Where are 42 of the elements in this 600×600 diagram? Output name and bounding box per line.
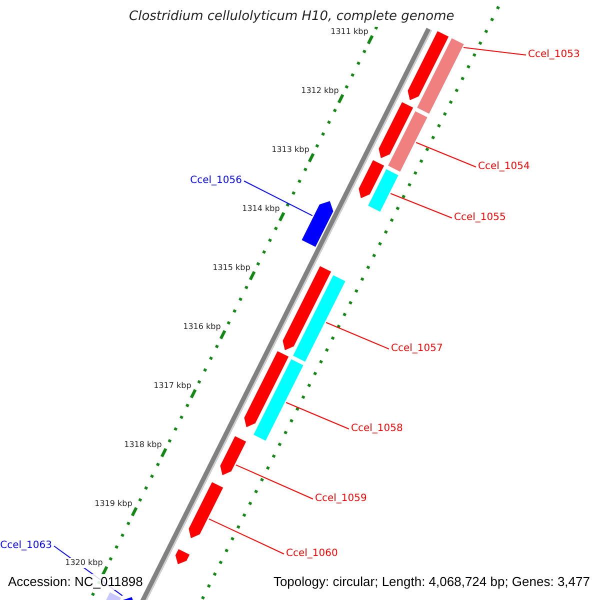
gene-track-bar (292, 274, 346, 362)
leader-line (286, 402, 350, 430)
gene-feature (378, 101, 414, 160)
gene-label: Ccel_1063 (0, 539, 52, 553)
gene-feature (244, 350, 290, 428)
scale-label: 1312 kbp (301, 86, 339, 96)
gene-label: Ccel_1055 (454, 211, 506, 225)
gene-track-bar (252, 358, 304, 442)
gene-feature (282, 265, 332, 352)
gene-label: Ccel_1059 (315, 492, 367, 506)
scale-label: 1320 kbp (65, 558, 103, 568)
scale-label: 1314 kbp (242, 204, 280, 214)
gene-label: Ccel_1056 (190, 174, 242, 188)
leader-line (390, 193, 452, 218)
scale-label: 1315 kbp (212, 262, 250, 273)
gene-label: Ccel_1053 (528, 48, 580, 62)
accession-text: Accession: NC_011898 (6, 574, 145, 590)
gene-feature (358, 159, 385, 200)
scale-label: 1317 kbp (154, 380, 192, 391)
leader-line (463, 47, 526, 56)
gene-feature (174, 548, 190, 565)
gene-track-bar (387, 110, 428, 172)
gene-track-bar (416, 37, 465, 114)
gene-track-bar (367, 168, 400, 212)
leader-line (208, 518, 284, 554)
scale-label: 1318 kbp (124, 440, 162, 450)
scale-label: 1311 kbp (330, 26, 368, 37)
leader-line (416, 142, 476, 168)
gene-feature (220, 435, 247, 476)
scale-label: 1319 kbp (94, 498, 132, 509)
leader-line (235, 464, 314, 500)
gene-label: Ccel_1058 (351, 422, 403, 436)
gene-feature (407, 30, 450, 102)
gene-feature (188, 481, 224, 540)
gene-label: Ccel_1060 (286, 547, 338, 561)
gene-feature (300, 200, 334, 248)
leader-line (244, 180, 313, 216)
scale-label: 1316 kbp (183, 322, 221, 332)
gene-label: Ccel_1054 (478, 160, 530, 174)
gene-label: Ccel_1057 (391, 342, 443, 356)
leader-line (326, 322, 390, 350)
scale-label: 1313 kbp (272, 144, 310, 155)
